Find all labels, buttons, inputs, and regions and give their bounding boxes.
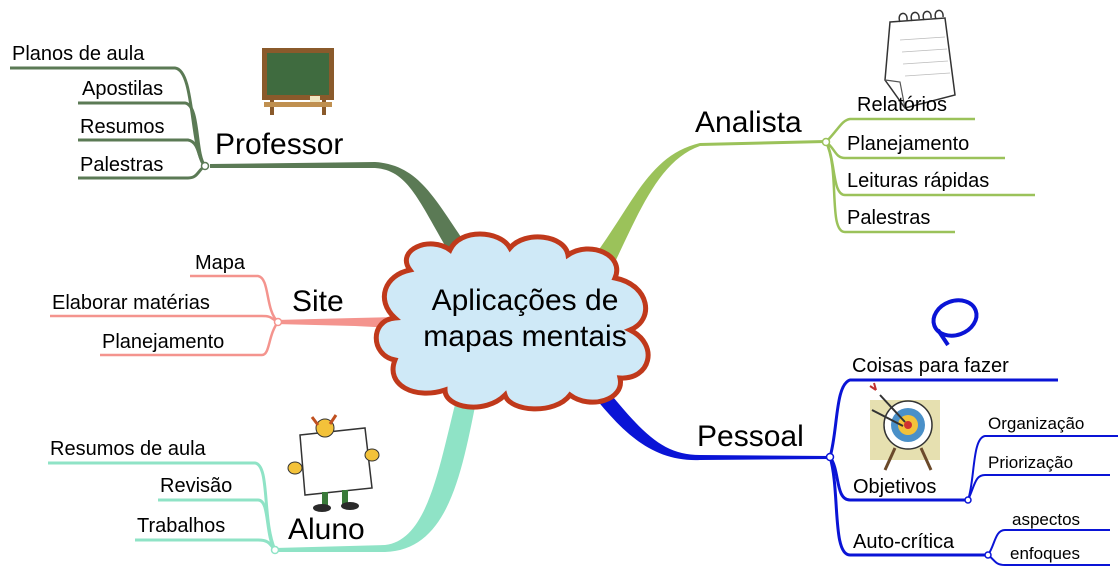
professor-item: Palestras <box>80 154 164 176</box>
branch-site-label: Site <box>292 285 344 318</box>
character-with-sign-icon <box>287 414 380 512</box>
aluno-item: Revisão <box>160 475 233 497</box>
target-with-arrows-icon <box>869 382 940 471</box>
branch-professor-label: Professor <box>215 128 344 161</box>
objetivos-subitem: Priorização <box>988 453 1074 472</box>
center-line-2: mapas mentais <box>423 320 627 353</box>
aluno-trunk <box>275 385 478 552</box>
site-item: Planejamento <box>102 331 225 353</box>
objetivos-subitem: Organização <box>988 414 1085 433</box>
loop-icon <box>931 298 979 347</box>
center-cloud <box>373 231 651 412</box>
aluno-item: Resumos de aula <box>50 438 206 460</box>
pessoal-item: Objetivos <box>853 476 937 498</box>
site-item: Mapa <box>195 252 246 274</box>
center-line-1: Aplicações de <box>431 284 619 317</box>
pessoal-trunk <box>585 375 830 461</box>
notepad-icon <box>884 9 956 109</box>
site-item: Elaborar matérias <box>52 292 210 314</box>
site-trunk <box>275 317 395 328</box>
center-topic: Aplicações de mapas mentais <box>395 283 655 355</box>
analista-item: Palestras <box>847 207 931 229</box>
branch-pessoal-label: Pessoal <box>697 420 804 453</box>
autocritica-subitem: enfoques <box>1010 544 1080 563</box>
analista-item: Relatórios <box>857 94 948 116</box>
branch-analista-label: Analista <box>695 106 802 139</box>
analista-item: Planejamento <box>847 133 970 155</box>
branch-aluno-label: Aluno <box>288 513 365 546</box>
professor-subbranches <box>10 66 207 180</box>
autocritica-subitem: aspectos <box>1012 510 1081 529</box>
chalkboard-icon <box>262 48 334 115</box>
professor-item: Planos de aula <box>12 43 145 65</box>
pessoal-item: Coisas para fazer <box>852 355 1009 377</box>
professor-item: Resumos <box>80 116 165 138</box>
analista-item: Leituras rápidas <box>847 170 990 192</box>
junction-dots <box>200 137 992 559</box>
pessoal-subbranches <box>828 378 1058 557</box>
professor-item: Apostilas <box>82 78 164 100</box>
pessoal-item: Auto-crítica <box>853 531 955 553</box>
analista-trunk <box>595 140 825 262</box>
aluno-item: Trabalhos <box>137 515 226 537</box>
